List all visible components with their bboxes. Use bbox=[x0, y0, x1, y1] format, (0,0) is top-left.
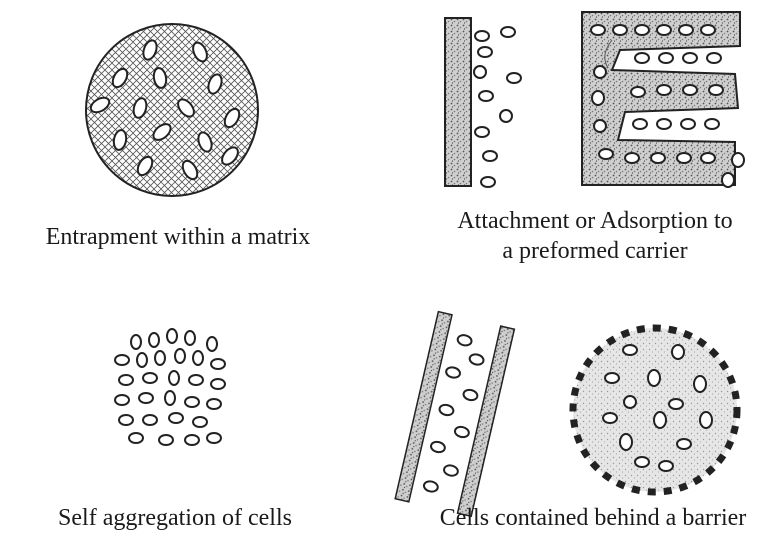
caption-self-aggregation: Self aggregation of cells bbox=[45, 503, 305, 533]
caption-entrapment: Entrapment within a matrix bbox=[118, 222, 238, 252]
caption-line: Cells contained behind a barrier bbox=[412, 503, 774, 533]
caption-line: a preformed carrier bbox=[425, 236, 765, 266]
caption-line: Attachment or Adsorption to bbox=[425, 206, 765, 236]
caption-line: Entrapment within a matrix bbox=[46, 222, 311, 252]
membrane-tube bbox=[395, 312, 514, 517]
caption-line: Self aggregation of cells bbox=[45, 503, 305, 533]
caption-attachment: Attachment or Adsorption to a preformed … bbox=[425, 206, 765, 266]
caption-barrier: Cells contained behind a barrier bbox=[412, 503, 774, 533]
microcapsule bbox=[573, 328, 737, 492]
